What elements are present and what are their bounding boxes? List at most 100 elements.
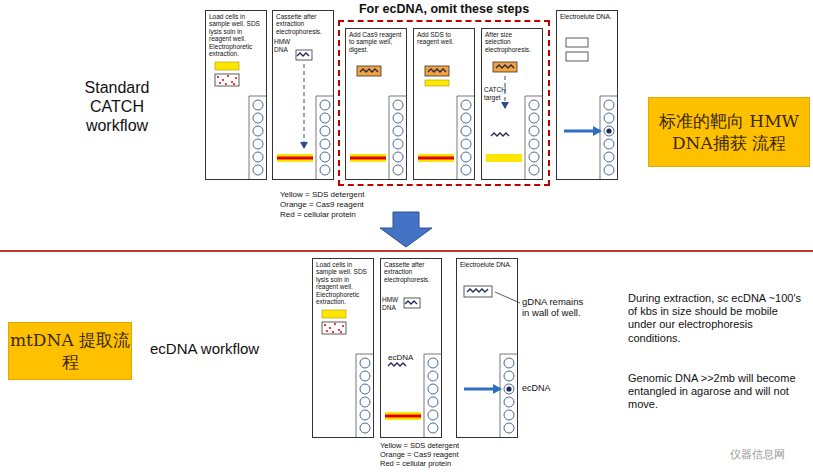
strip-line bbox=[424, 354, 442, 355]
elution-well bbox=[253, 152, 263, 162]
sds-band bbox=[350, 154, 386, 162]
dna-symbol bbox=[428, 69, 446, 72]
elution-well bbox=[529, 139, 539, 149]
cassette-panel: Load cells in sample well. SDS lysis sol… bbox=[205, 10, 267, 180]
elution-well bbox=[428, 423, 438, 433]
workflow-label: Standard CATCH workflow bbox=[68, 78, 166, 136]
step-caption: Electroelute DNA. bbox=[457, 259, 517, 270]
step-caption: After size selection electrophoresis. bbox=[482, 29, 542, 55]
cassette-panel: Add Cas9 reagent to sample well, digest. bbox=[345, 28, 407, 180]
cassette-panel: Load cells in sample well. SDS lysis sol… bbox=[312, 258, 374, 438]
cell-dot bbox=[326, 330, 328, 332]
cell-dot bbox=[217, 76, 219, 78]
note-text: During extraction, sc ecDNA ~100's of kb… bbox=[628, 292, 806, 345]
elution-well bbox=[393, 100, 403, 110]
dna-symbol bbox=[388, 363, 406, 366]
elution-well bbox=[253, 113, 263, 123]
protein-band bbox=[277, 157, 313, 160]
strip-line bbox=[389, 96, 390, 180]
dna-blob bbox=[506, 386, 511, 391]
reagent-well bbox=[322, 310, 346, 318]
dna-symbol bbox=[360, 69, 378, 72]
elution-well bbox=[393, 165, 403, 175]
box-heading: For ecDNA, omit these steps bbox=[340, 2, 548, 16]
step-caption: Add Cas9 reagent to sample well, digest. bbox=[346, 29, 406, 55]
divider-line bbox=[0, 250, 813, 252]
strip-line bbox=[424, 354, 425, 438]
cell-dot bbox=[340, 331, 342, 333]
elution-well bbox=[320, 100, 330, 110]
strip-line bbox=[249, 96, 250, 180]
strip-line bbox=[316, 96, 317, 180]
legend-note: Yellow = SDS detergent bbox=[380, 441, 490, 450]
sds-band bbox=[418, 154, 454, 162]
sample-well bbox=[357, 66, 381, 76]
cell-dot bbox=[334, 323, 336, 325]
dna-symbol bbox=[297, 53, 309, 56]
dna-symbol bbox=[496, 65, 514, 68]
sample-well bbox=[215, 74, 239, 86]
elute-arrow bbox=[464, 388, 500, 391]
elution-well bbox=[604, 165, 614, 175]
elution-well bbox=[393, 152, 403, 162]
annotation: gDNA remains in wall of well. bbox=[522, 296, 584, 319]
sds-band bbox=[486, 154, 522, 162]
cassette-panel: Electroelute DNA. bbox=[456, 258, 518, 438]
strip-line bbox=[249, 96, 267, 97]
dna-label: HMW DNA bbox=[382, 296, 404, 312]
elution-well bbox=[461, 165, 471, 175]
cell-dot bbox=[342, 325, 344, 327]
elution-well bbox=[504, 358, 514, 368]
dna-symbol bbox=[491, 133, 509, 136]
legend-note: Red = cellular protein bbox=[380, 459, 490, 468]
strip-line bbox=[525, 96, 543, 97]
elution-well bbox=[529, 113, 539, 123]
strip-line bbox=[500, 354, 518, 355]
step-caption: Cassette after extraction electrophoresi… bbox=[273, 11, 333, 37]
strip-line bbox=[525, 96, 526, 180]
cell-dot bbox=[324, 324, 326, 326]
cell-dot bbox=[219, 82, 221, 84]
dna-symbol bbox=[467, 289, 488, 292]
down-arrow bbox=[380, 212, 432, 247]
omit-steps-box: For ecDNA, omit these stepsAdd Cas9 reag… bbox=[338, 20, 550, 186]
highlight-box: mtDNA 提取流程 bbox=[8, 322, 132, 380]
elution-well bbox=[428, 358, 438, 368]
elution-well bbox=[320, 139, 330, 149]
elution-well bbox=[253, 100, 263, 110]
elution-well bbox=[393, 113, 403, 123]
step-caption: Add SDS to reagent well. bbox=[414, 29, 474, 48]
elution-well bbox=[428, 371, 438, 381]
elution-well bbox=[393, 126, 403, 136]
elution-well bbox=[428, 410, 438, 420]
elution-well bbox=[360, 371, 370, 381]
legend-note: Yellow = SDS detergent bbox=[280, 190, 390, 200]
cell-dot bbox=[332, 331, 334, 333]
dna-label: HMW DNA bbox=[274, 38, 296, 54]
strip-line bbox=[500, 354, 501, 438]
elution-well bbox=[360, 397, 370, 407]
strip-line bbox=[600, 96, 618, 97]
dna-blob bbox=[606, 128, 611, 133]
elution-well bbox=[604, 100, 614, 110]
strip-line bbox=[316, 96, 334, 97]
sample-well bbox=[493, 62, 517, 72]
legend-note: Orange = Cas9 reagent bbox=[280, 200, 390, 210]
elution-well bbox=[360, 384, 370, 394]
sample-well bbox=[296, 50, 312, 60]
elution-well bbox=[504, 371, 514, 381]
cell-dot bbox=[235, 77, 237, 79]
cell-dot bbox=[233, 83, 235, 85]
box-text: 标准的靶向 HMW DNA捕获 流程 bbox=[649, 110, 809, 154]
reagent-well bbox=[425, 80, 449, 86]
elution-well bbox=[428, 397, 438, 407]
box-text: mtDNA 提取流程 bbox=[9, 329, 131, 373]
cell-dot bbox=[227, 75, 229, 77]
elution-well bbox=[461, 139, 471, 149]
step-caption: Cassette after extraction electrophoresi… bbox=[381, 259, 441, 285]
elution-well bbox=[253, 139, 263, 149]
cell-dot bbox=[231, 81, 233, 83]
elution-well bbox=[529, 100, 539, 110]
cell-dot bbox=[329, 327, 331, 329]
elution-well bbox=[320, 152, 330, 162]
